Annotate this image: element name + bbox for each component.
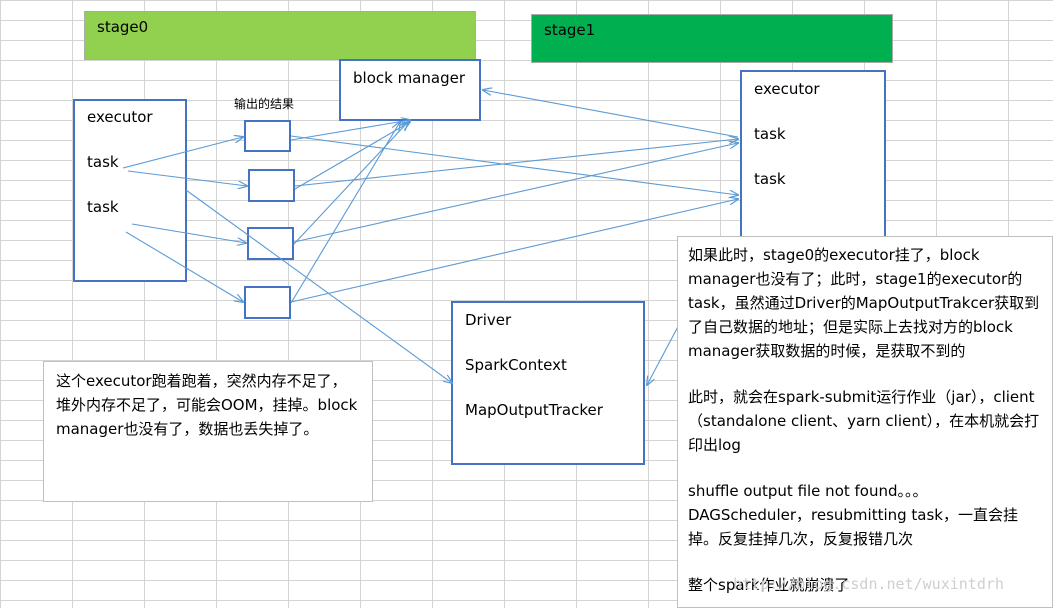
arrow-output-to-bm-1: [290, 120, 410, 141]
watermark: http://blog.csdn.net/wuxintdrh: [733, 575, 1004, 593]
output-block-1: [244, 120, 291, 152]
arrow-output-to-task-3: [293, 143, 738, 243]
task-label-1: task: [754, 125, 786, 143]
task-label-2: task: [87, 198, 119, 216]
stage1-bar: stage1: [531, 14, 893, 63]
note-paragraph-2: 此时，就会在spark-submit运行作业（jar），client（stand…: [688, 388, 1040, 454]
arrow-task-to-output-4: [125, 231, 243, 302]
arrow-task-to-output-2: [127, 170, 247, 186]
arrow-output-to-task-2: [294, 139, 738, 187]
task-label-2: task: [754, 170, 786, 188]
arrow-output-to-bm-2: [294, 122, 410, 190]
task-label-1: task: [87, 153, 119, 171]
spark-context-label: SparkContext: [465, 356, 567, 374]
note-paragraph-1: 如果此时，stage0的executor挂了，block manager也没有了…: [688, 246, 1040, 360]
executor-box-stage1: executor task task: [740, 70, 886, 240]
output-block-3: [247, 227, 294, 260]
note-shuffle-failure: 如果此时，stage0的executor挂了，block manager也没有了…: [677, 236, 1053, 608]
note-paragraph-4: 整个spark作业就崩溃了: [688, 576, 850, 594]
note-executor-oom: 这个executor跑着跑着，突然内存不足了，堆外内存不足了，可能会OOM，挂掉…: [43, 361, 373, 502]
output-block-2: [248, 169, 295, 202]
arrow-executor-to-driver: [185, 189, 452, 383]
note-executor-oom-text: 这个executor跑着跑着，突然内存不足了，堆外内存不足了，可能会OOM，挂掉…: [56, 372, 358, 438]
driver-label: Driver: [465, 311, 512, 329]
arrow-output-to-bm-4: [290, 122, 400, 304]
stage0-label: stage0: [97, 18, 149, 36]
arrow-output-to-bm-3: [293, 122, 408, 245]
arrow-executor-to-bm: [483, 90, 739, 138]
block-manager-label: block manager: [353, 69, 465, 87]
arrow-output-to-task-1: [290, 135, 738, 195]
arrow-task-to-output-1: [122, 137, 243, 169]
executor-label: executor: [754, 80, 820, 98]
stage1-label: stage1: [544, 21, 596, 39]
executor-label: executor: [87, 108, 153, 126]
stage0-bar: stage0: [84, 11, 476, 60]
output-result-label: 输出的结果: [234, 97, 295, 111]
arrow-task-to-output-3: [131, 223, 246, 243]
output-block-4: [244, 286, 291, 319]
driver-box: Driver SparkContext MapOutputTracker: [451, 301, 645, 465]
map-output-tracker-label: MapOutputTracker: [465, 401, 603, 419]
note-paragraph-3: shuffle output file not found。。。DAGSched…: [688, 482, 1018, 548]
block-manager-box: block manager: [339, 59, 481, 121]
arrow-output-to-task-4: [290, 199, 738, 303]
